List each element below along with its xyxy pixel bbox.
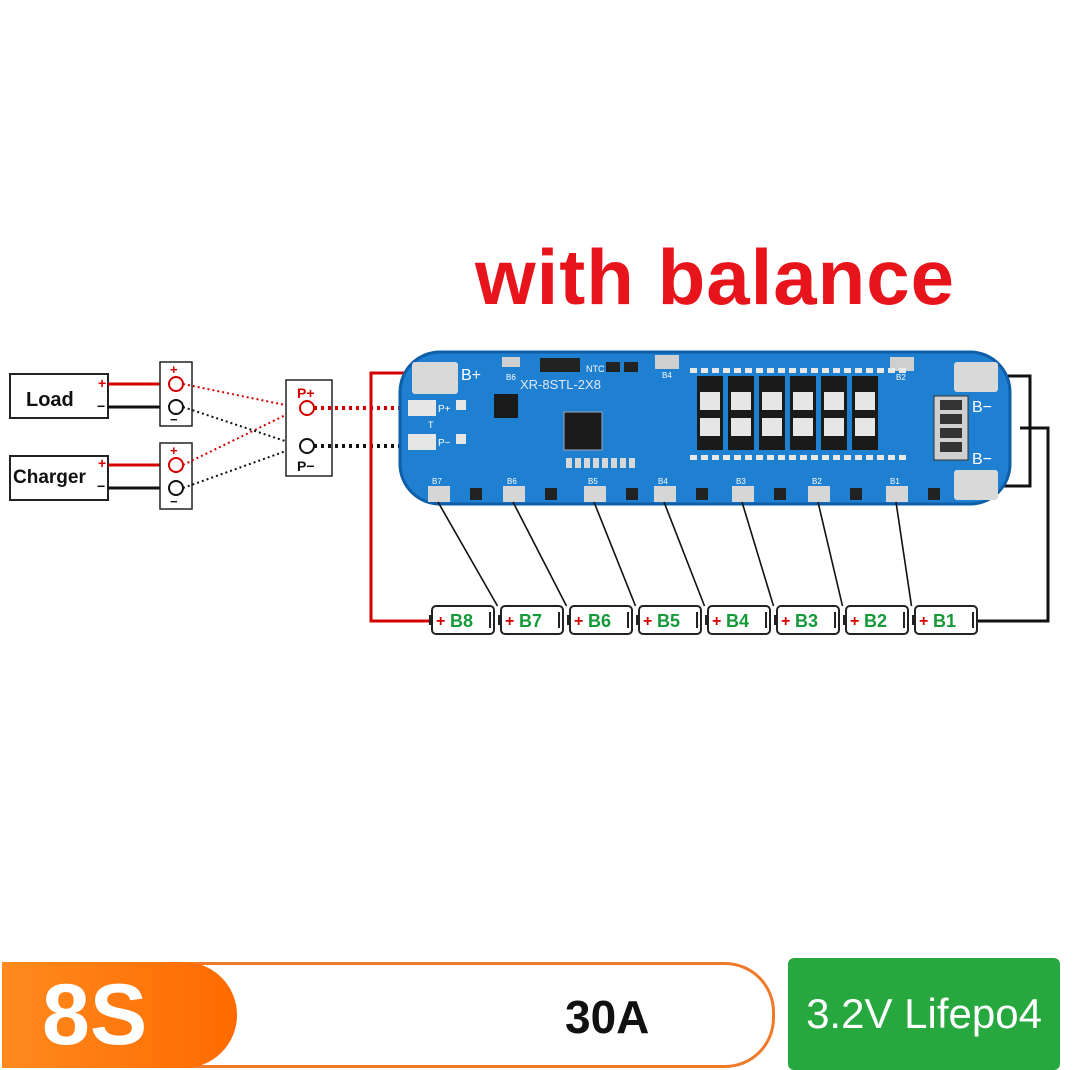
b-minus-pad-top [954, 362, 998, 392]
charger-terminal-plus: + [170, 443, 178, 458]
current-rating: 30A [565, 991, 650, 1043]
balance-tap-pad [886, 486, 908, 502]
balance-wire [663, 501, 706, 607]
charger-minus-sign: − [97, 478, 105, 494]
load-box [9, 373, 109, 419]
charger-terminal-positive [168, 457, 184, 473]
ntc-label: NTC [586, 364, 605, 374]
p-plus-pad [408, 400, 436, 416]
charger-terminal-minus: − [170, 494, 178, 509]
balance-tap-pad [732, 486, 754, 502]
load-terminal-minus: − [170, 412, 178, 427]
load-terminal-positive [168, 376, 184, 392]
controller-ic [563, 411, 603, 451]
balance-tap-label: B6 [507, 477, 517, 486]
chemistry-badge: 3.2V Lifepo4 [788, 958, 1060, 1070]
cell-label: B3 [795, 611, 818, 631]
mosfet [790, 376, 816, 450]
b-plus-label: B+ [461, 367, 481, 384]
balance-tap-pad [503, 486, 525, 502]
cell-plus-sign: + [436, 613, 445, 630]
top-b4-label: B4 [662, 371, 672, 380]
top-b2-label: B2 [896, 373, 906, 382]
mosfet-array [697, 376, 878, 450]
p-minus-label: P− [297, 458, 315, 474]
b-minus-pad-bottom [954, 470, 998, 500]
mosfet [852, 376, 878, 450]
spec-bar: 8S 30A 3.2V Lifepo4 [0, 958, 1080, 1070]
balance-tap-pad [428, 486, 450, 502]
cell-label: B7 [519, 611, 542, 631]
output-terminal-block [285, 379, 333, 477]
load-label: Load [26, 389, 74, 411]
cell-label: B6 [588, 611, 611, 631]
balance-tap-label: B1 [890, 477, 900, 486]
cell-plus-sign: + [850, 613, 859, 630]
balance-tap-label: B4 [658, 477, 668, 486]
cell-plus-sign: + [919, 613, 928, 630]
balance-wire [437, 501, 499, 607]
charger-plus-sign: + [98, 455, 106, 471]
p-plus-terminal [299, 400, 315, 416]
headline: with balance [474, 233, 956, 321]
b-minus-bottom-label: B− [972, 451, 992, 468]
balance-wire [593, 501, 637, 607]
mosfet [728, 376, 754, 450]
p-plus-label: P+ [297, 385, 315, 401]
balance-tap-label: B2 [812, 477, 822, 486]
mosfet [821, 376, 847, 450]
balance-tap-pad [654, 486, 676, 502]
charger-label: Charger [13, 467, 86, 488]
cell-label: B8 [450, 611, 473, 631]
cell-plus-sign: + [712, 613, 721, 630]
board-model: XR-8STL-2X8 [520, 377, 601, 392]
cell-plus-sign: + [505, 613, 514, 630]
balance-wire [895, 501, 913, 607]
balance-tap-label: B3 [736, 477, 746, 486]
t-pad-label: T [428, 420, 434, 430]
cell-label: B5 [657, 611, 680, 631]
mosfet [759, 376, 785, 450]
cell-label: B2 [864, 611, 887, 631]
b-minus-top-label: B− [972, 399, 992, 416]
charger-box [9, 455, 109, 501]
wiring-diagram: Load + − Charger + − + − + − P+ P− B+ B−… [9, 350, 1050, 635]
load-terminal-plus: + [170, 362, 178, 377]
balance-tap-label: B7 [432, 477, 442, 486]
cell-plus-sign: + [781, 613, 790, 630]
balance-wire [741, 501, 775, 607]
p-plus-pad-label: P+ [438, 404, 451, 415]
balance-tap-label: B5 [588, 477, 598, 486]
balance-tap-pad [808, 486, 830, 502]
series-badge: 8S [2, 962, 237, 1068]
balance-tap-pad [584, 486, 606, 502]
cell-label: B4 [726, 611, 749, 631]
b-plus-pad [412, 362, 458, 394]
cell-label: B1 [933, 611, 956, 631]
charger-terminal-block [159, 442, 193, 510]
balance-wire [512, 501, 568, 607]
p-minus-pad [408, 434, 436, 450]
cell-plus-sign: + [643, 613, 652, 630]
load-terminal-block [159, 361, 193, 427]
p-minus-terminal [299, 438, 315, 454]
balance-wire [817, 501, 844, 607]
mosfet [697, 376, 723, 450]
top-b6-label: B6 [506, 373, 516, 382]
load-minus-sign: − [97, 398, 105, 414]
load-plus-sign: + [98, 375, 106, 391]
charger-terminal-negative [168, 480, 184, 496]
p-minus-pad-label: P− [438, 438, 451, 449]
cell-plus-sign: + [574, 613, 583, 630]
